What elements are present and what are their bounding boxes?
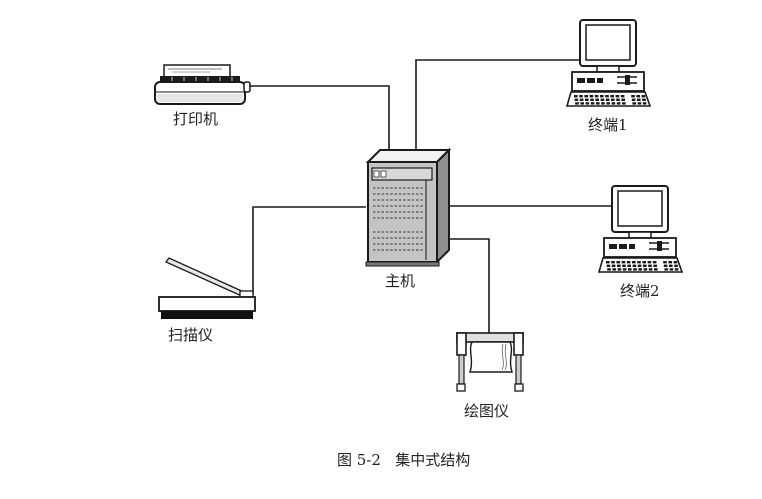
keyboard-key bbox=[605, 95, 609, 98]
keyboard-key bbox=[606, 264, 611, 267]
terminal2-label: 终端2 bbox=[620, 282, 660, 300]
keyboard-key bbox=[669, 268, 674, 271]
keyboard-key bbox=[641, 95, 646, 98]
keyboard-key bbox=[611, 98, 615, 101]
keyboard-key bbox=[652, 261, 657, 264]
keyboard-key bbox=[612, 268, 616, 271]
connection-host-plotter bbox=[450, 238, 490, 335]
figure-caption: 图 5-2 集中式结构 bbox=[337, 451, 471, 469]
keyboard-key bbox=[584, 95, 588, 98]
keyboard-key bbox=[594, 95, 599, 98]
keyboard-key bbox=[605, 98, 610, 101]
keyboard-key bbox=[632, 102, 636, 105]
printer-label: 打印机 bbox=[173, 110, 219, 128]
keyboard-key bbox=[668, 261, 672, 264]
keyboard-key bbox=[631, 98, 636, 101]
keyboard-key bbox=[611, 261, 615, 264]
keyboard-key bbox=[638, 268, 642, 271]
keyboard-key bbox=[626, 261, 631, 264]
keyboard-key bbox=[631, 95, 635, 98]
keyboard-key bbox=[643, 268, 648, 271]
connection-host-terminal1 bbox=[415, 59, 580, 150]
keyboard-key bbox=[607, 268, 611, 271]
keyboard-key bbox=[575, 102, 579, 105]
keyboard-key bbox=[589, 95, 594, 98]
keyboard-key bbox=[637, 98, 641, 101]
keyboard-key bbox=[627, 264, 631, 267]
keyboard-key bbox=[669, 264, 673, 267]
keyboard-key bbox=[600, 98, 605, 101]
host-server-icon bbox=[365, 147, 452, 267]
keyboard-key bbox=[621, 98, 625, 101]
keyboard-key bbox=[610, 95, 614, 98]
keyboard-key bbox=[636, 95, 640, 98]
keyboard-key bbox=[585, 102, 590, 105]
keyboard-key bbox=[648, 264, 652, 267]
keyboard-key bbox=[615, 95, 620, 98]
keyboard-key bbox=[653, 264, 657, 267]
connection-host-printer bbox=[250, 85, 390, 150]
keyboard-key bbox=[648, 268, 653, 271]
keyboard-key bbox=[617, 268, 622, 271]
keyboard-key bbox=[632, 264, 637, 267]
keyboard-key bbox=[600, 95, 604, 98]
keyboard-key bbox=[622, 102, 626, 105]
keyboard-key bbox=[642, 102, 647, 105]
keyboard-key bbox=[580, 102, 584, 105]
keyboard-key bbox=[574, 95, 578, 98]
keyboard-key bbox=[664, 268, 668, 271]
keyboard-key bbox=[674, 268, 679, 271]
keyboard-key bbox=[654, 268, 658, 271]
keyboard-key bbox=[616, 98, 620, 101]
keyboard-key bbox=[674, 264, 678, 267]
keyboard-key bbox=[632, 261, 636, 264]
scanner-icon bbox=[158, 257, 256, 319]
keyboard-key bbox=[637, 261, 641, 264]
keyboard-key bbox=[637, 264, 642, 267]
keyboard-key bbox=[643, 264, 647, 267]
keyboard-key bbox=[590, 98, 594, 101]
keyboard-key bbox=[628, 268, 632, 271]
keyboard-key bbox=[585, 98, 589, 101]
keyboard-key bbox=[601, 102, 605, 105]
keyboard-key bbox=[642, 98, 646, 101]
keyboard-key bbox=[673, 261, 678, 264]
keyboard-key bbox=[616, 261, 620, 264]
printer-icon bbox=[154, 64, 251, 105]
keyboard-key bbox=[663, 264, 668, 267]
keyboard-key bbox=[647, 261, 652, 264]
keyboard-key bbox=[590, 102, 595, 105]
keyboard-key bbox=[574, 98, 579, 101]
keyboard-key bbox=[579, 95, 583, 98]
host-label: 主机 bbox=[385, 272, 416, 290]
keyboard-key bbox=[621, 261, 626, 264]
terminal2-computer-icon bbox=[597, 185, 684, 273]
keyboard-key bbox=[620, 95, 625, 98]
terminal1-computer-icon bbox=[565, 19, 652, 107]
keyboard-key bbox=[616, 102, 621, 105]
connection-host-scanner bbox=[252, 206, 366, 295]
keyboard-key bbox=[595, 98, 599, 101]
keyboard-key bbox=[633, 268, 637, 271]
keyboard-key bbox=[606, 261, 610, 264]
scanner-label: 扫描仪 bbox=[168, 326, 214, 344]
keyboard-key bbox=[617, 264, 621, 267]
terminal1-label: 终端1 bbox=[588, 116, 628, 134]
keyboard-key bbox=[637, 102, 642, 105]
keyboard-key bbox=[596, 102, 600, 105]
keyboard-key bbox=[642, 261, 646, 264]
plotter-label: 绘图仪 bbox=[464, 402, 510, 420]
keyboard-key bbox=[663, 261, 667, 264]
plotter-icon bbox=[456, 332, 524, 392]
keyboard-key bbox=[606, 102, 610, 105]
keyboard-key bbox=[611, 264, 616, 267]
keyboard-key bbox=[622, 268, 627, 271]
keyboard-key bbox=[611, 102, 616, 105]
keyboard-key bbox=[579, 98, 584, 101]
keyboard-key bbox=[622, 264, 626, 267]
